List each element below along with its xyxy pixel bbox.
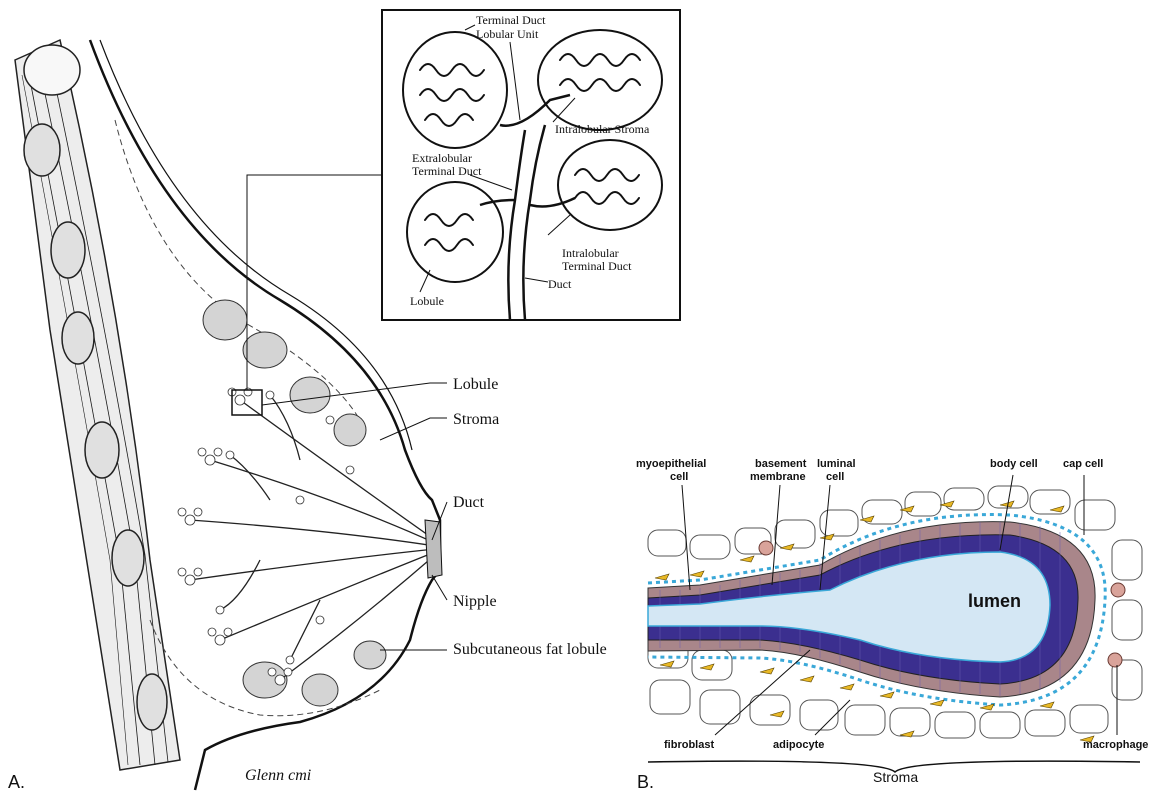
macrophage [1108,653,1122,667]
fat-lobule [243,332,287,368]
signature: Glenn cmi [245,767,311,784]
terminal-lobules [178,388,354,685]
fat-lobule [203,300,247,340]
myoepithelial-label-line2: cell [670,471,688,483]
basement-label-line1: basement [755,458,807,470]
subcutaneous-fat-lobule-label: Subcutaneous fat lobule [453,641,607,658]
rib-cross-section [24,124,60,176]
fibroblast-label: fibroblast [664,739,714,751]
luminal-label-line2: cell [826,471,844,483]
lobule-oval [403,32,507,148]
adipocyte-label: adipocyte [773,739,824,751]
macrophage-label: macrophage [1083,739,1148,751]
rib-cross-section [51,222,85,278]
lumen-label: lumen [968,591,1021,611]
duct-label: Duct [453,494,485,511]
nipple [425,520,442,578]
intralobular-terminal-duct-label-line1: Intralobular [562,246,619,260]
stroma-bracket-label: Stroma [873,769,918,785]
macrophage [759,541,773,555]
inset-duct-label: Duct [548,277,572,291]
nipple-label: Nipple [453,593,497,610]
panel-b-letter: B. [637,772,654,792]
tdlu-label-line1: Terminal Duct [476,13,546,27]
basement-label-line2: membrane [750,471,806,483]
macrophage [1111,583,1125,597]
intralobular-terminal-duct-label-line2: Terminal Duct [562,259,632,273]
panel-a-letter: A. [8,772,25,792]
lobule-label: Lobule [453,376,498,393]
cap-cell-label: cap cell [1063,458,1103,470]
rib-cross-section [112,530,144,586]
chest-wall [15,40,180,770]
rib-cross-section [62,312,94,364]
panel-b: lumen [636,458,1148,792]
lobule-oval [558,140,662,230]
luminal-label-line1: luminal [817,458,856,470]
rib-cross-section [85,422,119,478]
inset-lobule-label: Lobule [410,294,444,308]
stroma-label: Stroma [453,411,499,428]
rib-cross-section [24,45,80,95]
extralobular-terminal-duct-label-line2: Terminal Duct [412,164,482,178]
body-cell-label: body cell [990,458,1038,470]
extralobular-terminal-duct-label-line1: Extralobular [412,151,472,165]
fat-lobule [334,414,366,446]
tdlu-inset: Terminal Duct Lobular Unit Intralobular … [382,10,680,320]
fat-lobule [302,674,338,706]
lobule-oval [407,182,503,282]
fat-lobule [290,377,330,413]
tdlu-label-line2: Lobular Unit [476,27,539,41]
fat-lobule [354,641,386,669]
intralobular-stroma-label: Intralobular Stroma [555,122,650,136]
ductal-tree [190,395,435,680]
myoepithelial-label-line1: myoepithelial [636,458,706,470]
rib-cross-section [137,674,167,730]
